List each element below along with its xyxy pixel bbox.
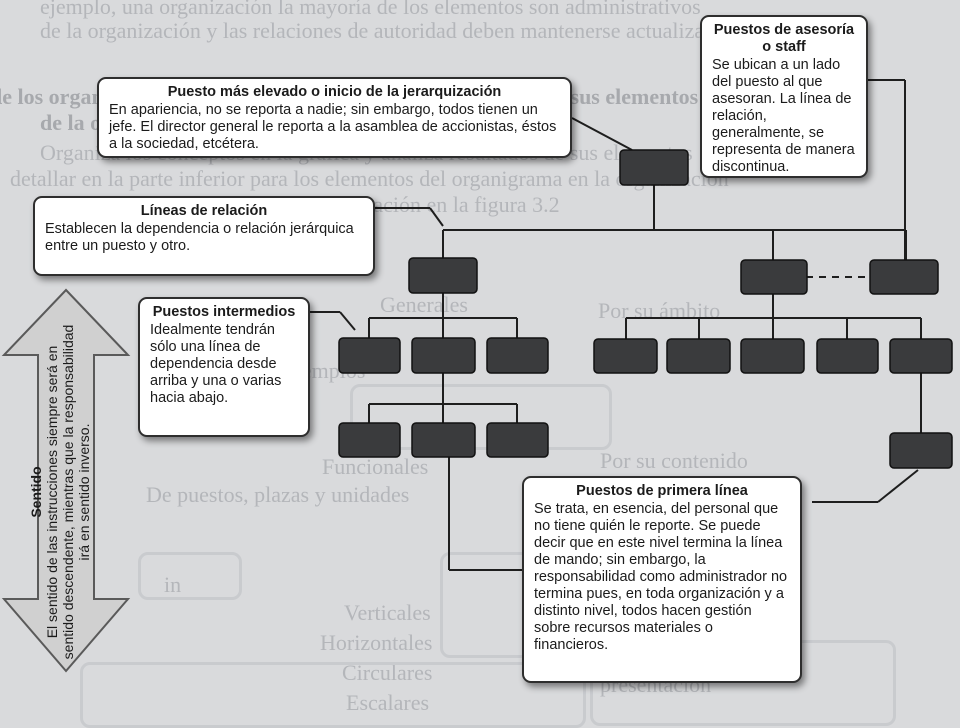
org-node-first-line (889, 432, 953, 469)
callout-relation-lines-body: Establecen la dependencia o relación jer… (45, 221, 354, 254)
callout-intermediate-body: Idealmente tendrán sólo una línea de dep… (150, 322, 282, 406)
bg-word-escalares: Escalares (346, 690, 430, 715)
callout-intermediate: Puestos intermedios Idealmente tendrán s… (138, 297, 310, 437)
org-node-left-2 (411, 337, 476, 374)
pointer-intermediate-diag (339, 311, 356, 331)
org-node-left-1 (338, 337, 401, 374)
org-node-left-3 (486, 337, 549, 374)
bg-word-verticales: Verticales (344, 600, 431, 625)
callout-first-line: Puestos de primera línea Se trata, en es… (522, 476, 802, 683)
callout-intermediate-title: Puestos intermedios (152, 304, 296, 320)
org-node-right-3 (740, 338, 805, 374)
sentido-label: Sentido El sentido de las instrucciones … (28, 322, 92, 662)
bg-word-generales: Generales (380, 292, 468, 317)
org-chart-nodes (338, 149, 953, 469)
org-node-lower-3 (486, 422, 549, 458)
org-node-level1-left (408, 257, 478, 294)
org-node-lower-1 (338, 422, 401, 458)
sentido-arrow (1, 288, 131, 673)
bg-faded-box-1 (350, 384, 612, 450)
pointer-relation-diag (429, 207, 444, 227)
org-node-lower-2 (411, 422, 476, 458)
org-node-staff (869, 259, 939, 295)
bg-word-in: in (164, 572, 182, 597)
sentido-arrow-shape (1, 288, 131, 673)
bg-word-por-su-contenido: Por su contenido (600, 448, 748, 473)
pointer-top-callout (571, 117, 633, 151)
callout-first-line-title: Puestos de primera línea (576, 483, 748, 499)
org-node-right-1 (593, 338, 658, 374)
org-node-right-5 (889, 338, 953, 374)
sentido-title: Sentido (28, 466, 44, 518)
callout-top-position-title: Puesto más elevado o inicio de la jerarq… (167, 84, 502, 100)
callout-top-position: Puesto más elevado o inicio de la jerarq… (97, 77, 572, 158)
bg-faded-box-2 (138, 552, 242, 600)
bg-line-1: ejemplo, una organización la mayoría de … (40, 0, 701, 19)
org-node-level1-right (740, 259, 808, 295)
bg-word-de-puestos: De puestos, plazas y unidades (146, 482, 410, 507)
callout-staff-title: Puestos de asesoría o staff (713, 22, 855, 55)
org-node-top (619, 149, 689, 186)
callout-relation-lines: Líneas de relación Establecen la depende… (33, 196, 375, 276)
callout-relation-lines-title: Líneas de relación (140, 203, 268, 219)
callout-staff: Puestos de asesoría o staff Se ubican a … (700, 15, 868, 178)
bg-word-funcionales: Funcionales (322, 454, 429, 479)
callout-staff-body: Se ubican a un lado del puesto al que as… (712, 57, 855, 175)
org-chart-lines (310, 79, 922, 571)
org-node-right-4 (816, 338, 879, 374)
callout-top-position-body: En apariencia, no se reporta a nadie; si… (109, 102, 557, 152)
pointer-first-line-right-diag (877, 469, 919, 503)
sentido-body: El sentido de las instrucciones siempre … (44, 324, 92, 660)
bg-word-horizontales: Horizontales (320, 630, 433, 655)
callout-first-line-body: Se trata, en esencia, del personal que n… (534, 501, 788, 653)
bg-line-2: de la organización y las relaciones de a… (40, 18, 741, 43)
bg-line-6: detallar en la parte inferior para los e… (10, 166, 729, 191)
org-node-right-2 (666, 338, 731, 374)
